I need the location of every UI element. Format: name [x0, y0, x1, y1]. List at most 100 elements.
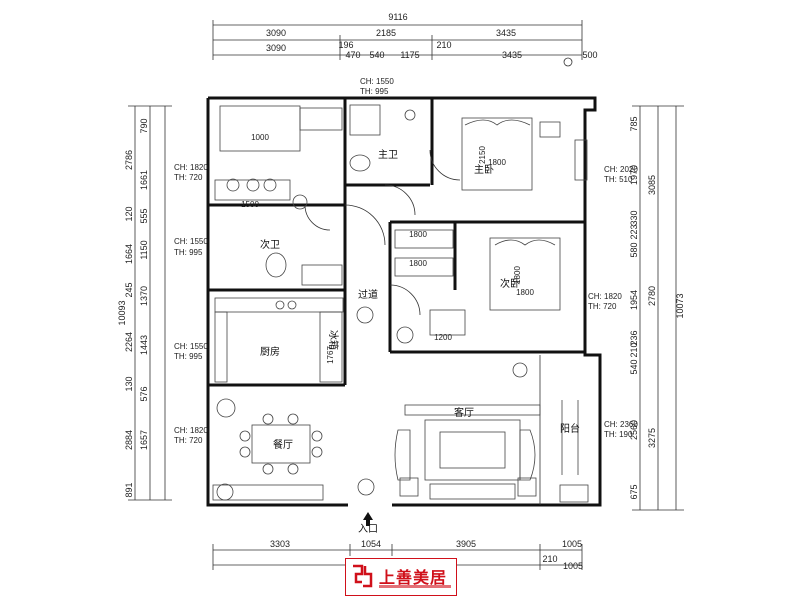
ceiling-master-ch: CH: 2020: [604, 165, 638, 174]
brand-name: 上善美居: [379, 568, 448, 587]
dim-left-2: 120: [124, 206, 134, 221]
plant-icon: [512, 362, 528, 378]
master-bed-icon: [461, 117, 533, 191]
dim-right-5: 580: [629, 242, 639, 257]
dim-right-total: 10073: [675, 293, 685, 318]
label-master-bath: 主卫: [378, 149, 398, 161]
dining-table-icon: [251, 424, 311, 464]
dim-top-r2-3: 470: [345, 50, 360, 60]
dim-left-total: 10093: [117, 300, 127, 325]
label-balcony: 阳台: [560, 422, 580, 435]
furniture-dims: 1800 2150 1800 1800 1800 1800 1200 1767 …: [241, 133, 534, 364]
dim-left-inner-6: 1443: [139, 335, 149, 355]
brand-underline: [379, 585, 451, 588]
stove-icon: [275, 300, 285, 310]
ceiling-dining-ch: CH: 1820: [174, 426, 208, 435]
dim-left-inner-3: 555: [139, 208, 149, 223]
second-bed-icon: [489, 237, 561, 311]
dim-top-3: 3435: [496, 28, 516, 38]
dim-top-r2-7: 3435: [502, 50, 522, 60]
plant-icon: [396, 326, 414, 344]
tv-cabinet-icon: [404, 404, 541, 416]
plant-icon: [292, 194, 308, 210]
room-labels: 主卫 主卧 次卫 过道 次卧 厨房 冰箱 餐厅 客厅 阳台 入口: [260, 149, 580, 535]
dim-left-6: 130: [124, 376, 134, 391]
desk2-dim: 1500: [241, 200, 259, 209]
ceiling-master-th: TH: 510: [604, 175, 633, 184]
sofa-icon: [394, 429, 411, 481]
plant-icon: [216, 483, 234, 501]
sofa-icon: [214, 179, 291, 201]
dim-left-inner-1: 790: [139, 118, 149, 133]
dim-left-4: 245: [124, 282, 134, 297]
dim-top-r2-6: 210: [436, 40, 451, 50]
label-fridge: 冰箱: [327, 330, 340, 350]
ceiling-top-ch: CH: 1550: [360, 77, 394, 86]
dim-left-8: 891: [124, 482, 134, 497]
dim-right-inner-2: 1954: [629, 290, 639, 310]
label-dining: 餐厅: [273, 438, 293, 451]
dim-right-9: 540: [629, 359, 639, 374]
column-marker-icon: [563, 57, 573, 67]
kid-bed-dim: 1000: [251, 133, 269, 142]
label-kitchen: 厨房: [260, 345, 280, 358]
dim-total-top: 9116: [388, 12, 407, 22]
desk-dim: 1200: [434, 333, 452, 342]
master-bed-height: 2150: [478, 146, 487, 164]
dim-bottom-5: 1005: [562, 539, 582, 549]
dim-bottom-2: 1054: [361, 539, 381, 549]
dim-left-inner-5: 1370: [139, 286, 149, 306]
dim-right-11: 675: [629, 484, 639, 499]
dim-left-inner-8: 1657: [139, 430, 149, 450]
dim-bottom-3: 3905: [456, 539, 476, 549]
dim-left-7: 2884: [124, 430, 134, 450]
dim-left-5: 2264: [124, 332, 134, 352]
person-icon: [357, 478, 375, 496]
walls: [206, 96, 602, 507]
ceiling-notes: CH: 1550 TH: 995 CH: 1820 TH: 720 CH: 15…: [174, 77, 638, 445]
ceiling-2br-th: TH: 720: [174, 173, 203, 182]
ceiling-2bath-ch: CH: 1550: [174, 237, 208, 246]
toilet-icon: [349, 154, 371, 172]
dim-right-inner-1: 1970: [629, 165, 639, 185]
ceiling-balcony-ch: CH: 2360: [604, 420, 638, 429]
dim-bottom-end: 1005: [563, 561, 583, 571]
dim-top-2: 2185: [376, 28, 396, 38]
dim-top-r2-1: 3090: [266, 43, 286, 53]
left-dimensions: 2786 120 1664 245 2264 130 2884 891 1009…: [117, 105, 172, 501]
dim-right-4: 223: [629, 224, 639, 239]
desk-icon: [429, 309, 466, 336]
ceiling-2br-ch: CH: 1820: [174, 163, 208, 172]
label-living: 客厅: [454, 406, 474, 419]
label-corridor: 过道: [358, 288, 378, 301]
counter-icon: [214, 297, 344, 313]
dim-top-r2-5: 1175: [400, 50, 419, 60]
dim-top-r2-2: 196: [338, 40, 353, 50]
right-dimensions: 785 3085 330 223 580 2780 236 210 540 32…: [629, 105, 685, 511]
dim-top-r2-8: 500: [582, 50, 597, 60]
dim-left-3: 1664: [124, 244, 134, 264]
wardrobe-icon: [394, 229, 454, 249]
dim-right-inner-3: 2560: [629, 420, 639, 440]
top-dimensions: 9116 3090 2185 3435 3090 196 470 540 117…: [212, 12, 598, 67]
furniture: [212, 104, 589, 503]
entrance-arrow-icon: [363, 512, 373, 526]
dim-right-2: 3085: [647, 175, 657, 195]
brand-mark-icon: [353, 564, 373, 588]
person-icon: [356, 306, 374, 324]
dim-left-inner-4: 1150: [139, 240, 149, 259]
sink-icon: [404, 109, 416, 121]
wardrobe-dim-a: 1800: [409, 230, 427, 239]
dim-left-inner-7: 576: [139, 386, 149, 401]
ceiling-balcony-th: TH: 190: [604, 430, 633, 439]
dim-left-inner-2: 1661: [139, 170, 149, 190]
dim-right-10: 3275: [647, 428, 657, 448]
ceiling-2bath-th: TH: 995: [174, 248, 203, 257]
ceiling-ciwo-ch: CH: 1820: [588, 292, 622, 301]
ceiling-top-th: TH: 995: [360, 87, 389, 96]
ceiling-kitchen-th: TH: 995: [174, 352, 203, 361]
shower-icon: [349, 104, 381, 136]
wardrobe-dim-b: 1800: [409, 259, 427, 268]
coffee-table-icon: [439, 431, 506, 469]
brand-logo: 上善美居: [345, 558, 457, 596]
